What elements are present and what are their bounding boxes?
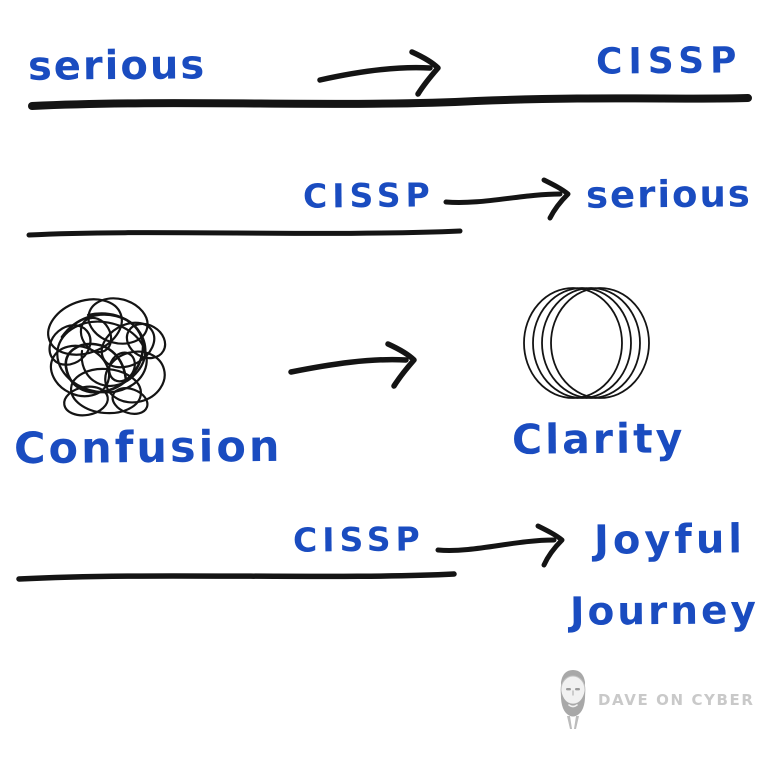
arrow-right-icon xyxy=(443,177,571,221)
divider-line-thick xyxy=(28,94,752,110)
divider-line xyxy=(26,228,463,238)
arrow-right-icon xyxy=(288,341,417,389)
row3-right-caption: Clarity xyxy=(511,414,686,464)
row1-right-label: CISSP xyxy=(595,40,743,83)
row3-left-caption: Confusion xyxy=(13,421,283,475)
clarity-circles-icon xyxy=(523,287,650,399)
divider-line xyxy=(16,571,457,582)
dave-avatar xyxy=(560,670,586,729)
arrow-right-icon xyxy=(317,49,441,97)
arrow-right-icon xyxy=(435,523,565,568)
row4-result-line1: Joyful xyxy=(593,516,747,564)
row4-label: CISSP xyxy=(292,519,425,560)
row2-label: CISSP xyxy=(302,175,435,216)
confusion-scribble-icon xyxy=(47,297,167,417)
row4-result-line2: Journey xyxy=(569,588,760,635)
brand-name: DAVE ON CYBER xyxy=(598,691,755,709)
row2-result-label: serious xyxy=(585,172,753,217)
row1-left-label: serious xyxy=(27,42,207,90)
